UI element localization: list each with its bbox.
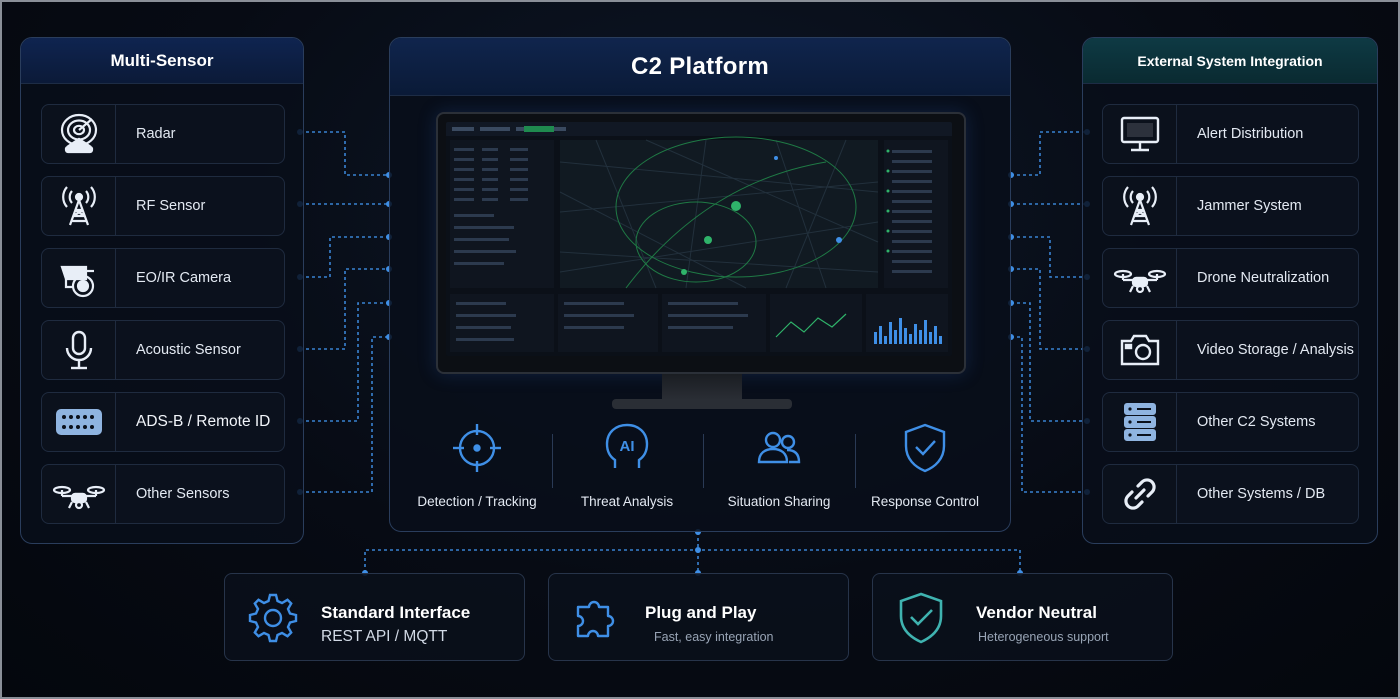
crosshair-icon bbox=[446, 422, 508, 474]
rf-tower-icon bbox=[1103, 177, 1177, 235]
feature-label-response: Response Control bbox=[870, 494, 980, 509]
standard-interface-title: Standard Interface bbox=[321, 603, 471, 622]
drone-icon bbox=[1103, 249, 1177, 307]
feature-response-control[interactable]: Response Control bbox=[850, 422, 1000, 512]
drone-icon bbox=[42, 465, 116, 523]
sensor-item-eoir[interactable]: EO/IR Camera bbox=[41, 248, 285, 308]
standard-interface-subtitle: REST API / MQTT bbox=[321, 628, 448, 645]
microphone-icon bbox=[42, 321, 116, 379]
feature-label-situation: Situation Sharing bbox=[727, 494, 831, 509]
ai-head-icon: AI bbox=[596, 422, 658, 474]
integration-label-alert: Alert Distribution bbox=[1197, 126, 1304, 142]
link-icon bbox=[1103, 465, 1177, 523]
feature-detection-tracking[interactable]: Detection / Tracking bbox=[402, 422, 552, 512]
puzzle-icon bbox=[567, 590, 627, 646]
feature-threat-analysis[interactable]: AI Threat Analysis bbox=[552, 422, 702, 512]
integration-item-c2[interactable]: Other C2 Systems bbox=[1102, 392, 1359, 452]
feature-label-threat: Threat Analysis bbox=[580, 494, 674, 509]
sensor-label-eoir: EO/IR Camera bbox=[136, 270, 232, 286]
integration-label-video: Video Storage / Analysis bbox=[1197, 342, 1354, 358]
monitor-icon bbox=[1103, 105, 1177, 163]
integration-item-alert[interactable]: Alert Distribution bbox=[1102, 104, 1359, 164]
feature-divider bbox=[703, 434, 704, 488]
monitor-illustration bbox=[436, 112, 966, 409]
sensor-label-other: Other Sensors bbox=[136, 486, 230, 502]
feature-divider bbox=[855, 434, 856, 488]
c2-platform-title: C2 Platform bbox=[390, 38, 1010, 96]
integration-item-db[interactable]: Other Systems / DB bbox=[1102, 464, 1359, 524]
integration-item-drone[interactable]: Drone Neutralization bbox=[1102, 248, 1359, 308]
c2-platform-panel: C2 Platform bbox=[389, 37, 1011, 532]
integration-label-db: Other Systems / DB bbox=[1197, 486, 1326, 502]
plug-and-play-box[interactable]: Plug and Play Fast, easy integration bbox=[548, 573, 849, 661]
sensor-item-acoustic[interactable]: Acoustic Sensor bbox=[41, 320, 285, 380]
sensor-item-rf[interactable]: RF Sensor bbox=[41, 176, 285, 236]
multi-sensor-title: Multi-Sensor bbox=[21, 38, 303, 84]
integration-item-video[interactable]: Video Storage / Analysis bbox=[1102, 320, 1359, 380]
integration-label-c2: Other C2 Systems bbox=[1197, 414, 1316, 430]
rf-tower-icon bbox=[42, 177, 116, 235]
multi-sensor-panel: Multi-Sensor Radar RF Sensor bbox=[20, 37, 304, 544]
external-integration-title: External System Integration bbox=[1083, 38, 1377, 84]
feature-situation-sharing[interactable]: Situation Sharing bbox=[704, 422, 854, 512]
plug-and-play-title: Plug and Play bbox=[645, 603, 757, 622]
shield-check-icon bbox=[891, 590, 951, 646]
standard-interface-box[interactable]: Standard Interface REST API / MQTT bbox=[224, 573, 525, 661]
camera-icon bbox=[42, 249, 116, 307]
camera-icon bbox=[1103, 321, 1177, 379]
sensor-item-other[interactable]: Other Sensors bbox=[41, 464, 285, 524]
adsb-device-icon bbox=[42, 393, 116, 451]
gear-icon bbox=[243, 590, 303, 646]
feature-label-detection: Detection / Tracking bbox=[417, 494, 537, 509]
users-icon bbox=[748, 422, 810, 474]
sensor-item-radar[interactable]: Radar bbox=[41, 104, 285, 164]
server-icon bbox=[1103, 393, 1177, 451]
vendor-neutral-box[interactable]: Vendor Neutral Heterogeneous support bbox=[872, 573, 1173, 661]
shield-check-icon bbox=[894, 422, 956, 474]
sensor-label-radar: Radar bbox=[136, 126, 176, 142]
sensor-label-rf: RF Sensor bbox=[136, 198, 206, 214]
integration-item-jammer[interactable]: Jammer System bbox=[1102, 176, 1359, 236]
svg-text:AI: AI bbox=[620, 438, 635, 455]
sensor-label-adsb: ADS-B / Remote ID bbox=[136, 413, 271, 430]
sensor-label-acoustic: Acoustic Sensor bbox=[136, 342, 241, 358]
integration-label-drone: Drone Neutralization bbox=[1197, 270, 1330, 286]
sensor-item-adsb[interactable]: ADS-B / Remote ID bbox=[41, 392, 285, 452]
vendor-neutral-subtitle: Heterogeneous support bbox=[978, 630, 1109, 644]
feature-divider bbox=[552, 434, 553, 488]
integration-label-jammer: Jammer System bbox=[1197, 198, 1302, 214]
plug-and-play-subtitle: Fast, easy integration bbox=[654, 630, 774, 644]
vendor-neutral-title: Vendor Neutral bbox=[976, 603, 1097, 622]
radar-icon bbox=[42, 105, 116, 163]
c2-dashboard-screenshot bbox=[446, 122, 952, 356]
external-integration-panel: External System Integration Alert Distri… bbox=[1082, 37, 1378, 544]
